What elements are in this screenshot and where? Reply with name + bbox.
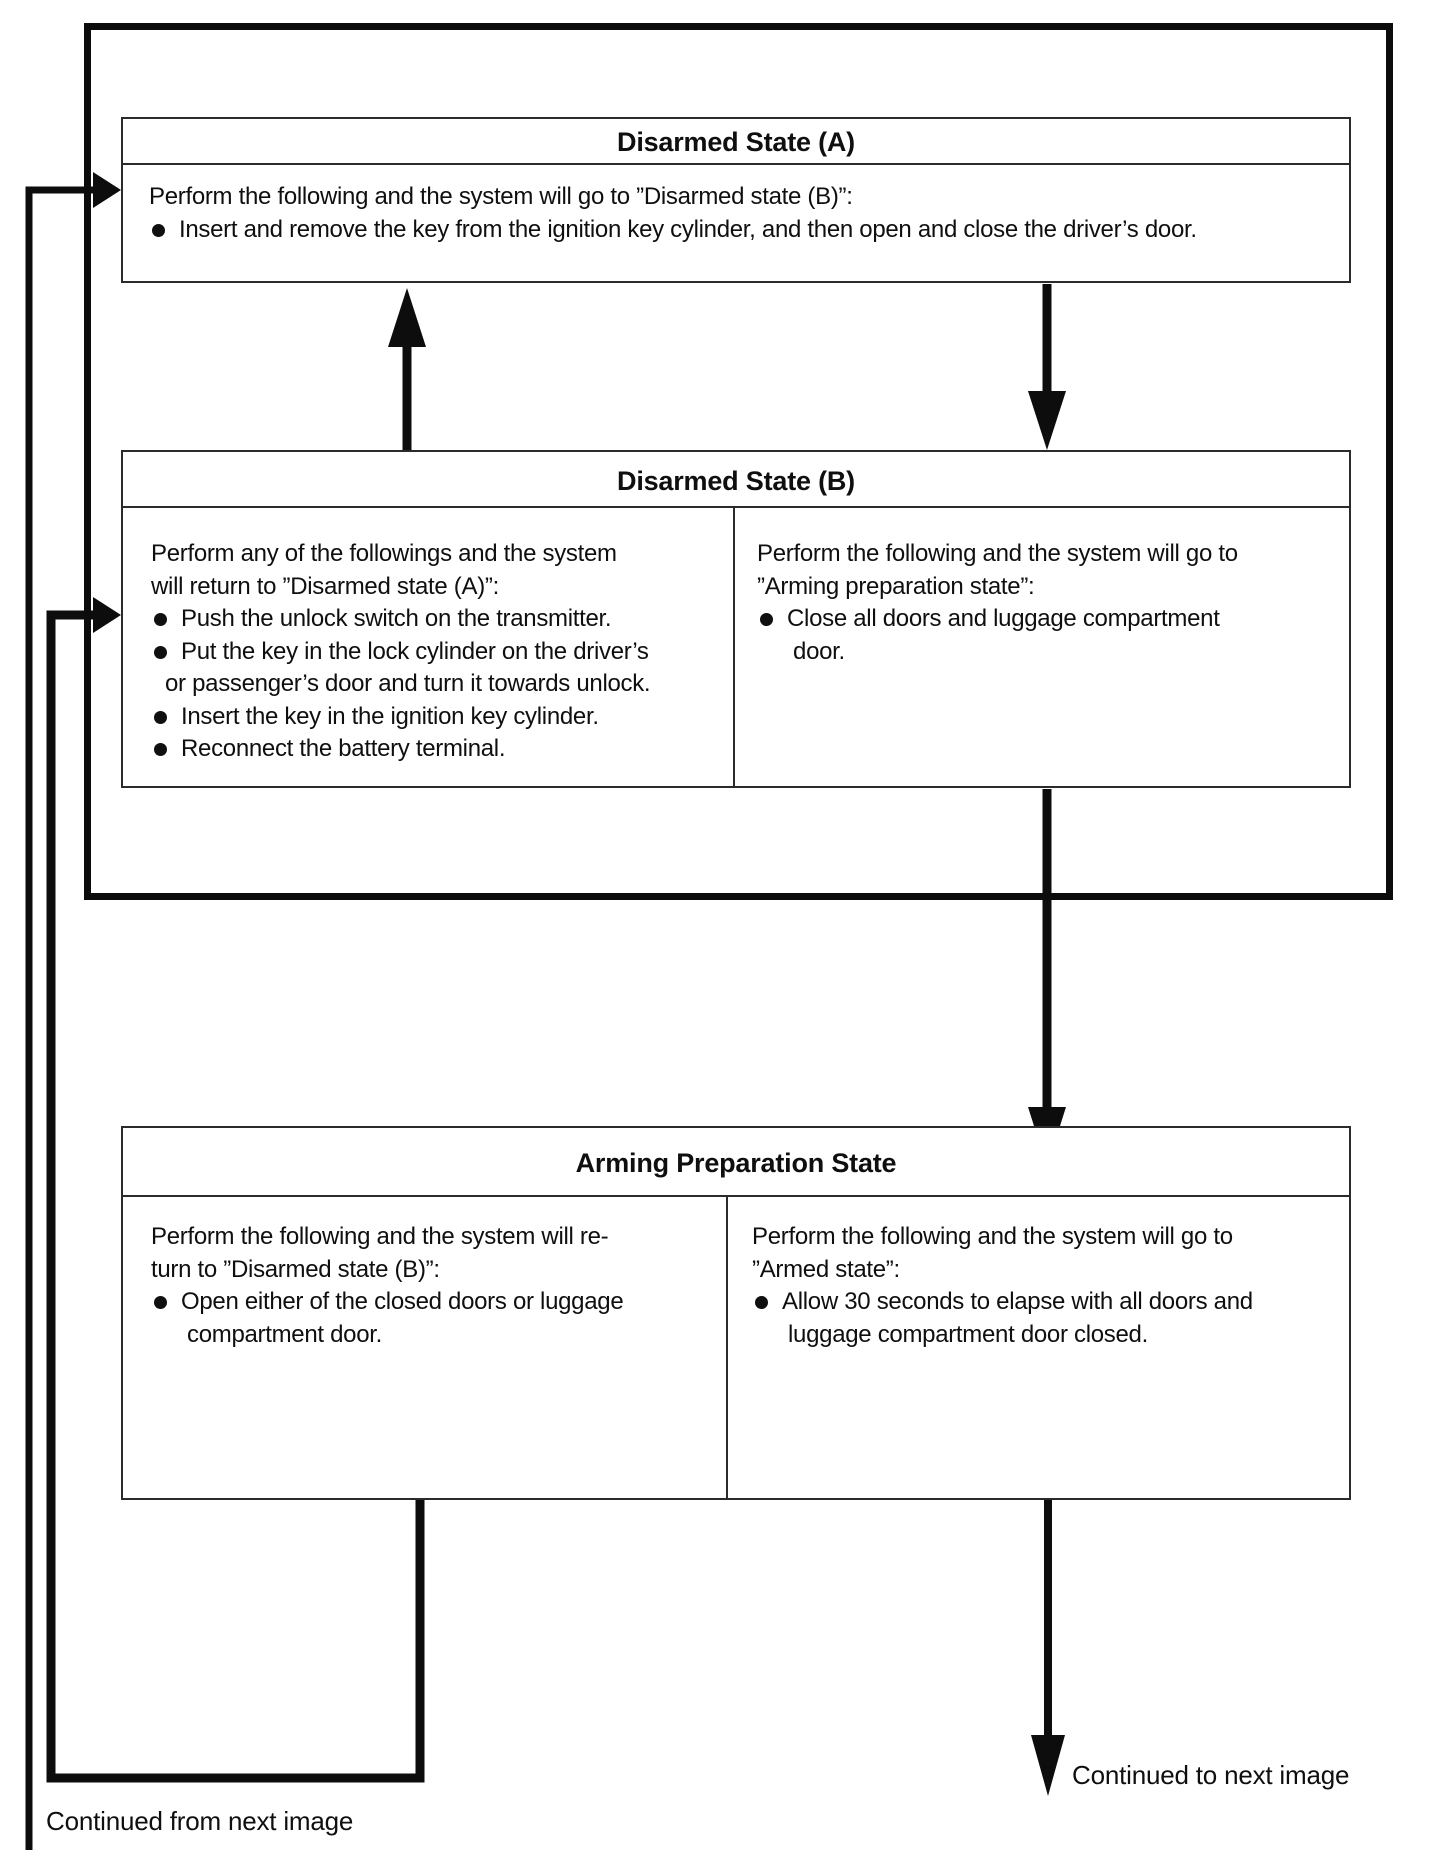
text-line: Insert the key in the ignition key cylin… xyxy=(151,701,733,734)
text-line: Perform the following and the system wil… xyxy=(151,1223,609,1250)
disarmed-state-a-body: Perform the following and the system wil… xyxy=(123,165,1349,299)
disarmed-state-a-title: Disarmed State (A) xyxy=(123,119,1349,165)
text-line: or passenger’s door and turn it towards … xyxy=(165,670,651,697)
loop-arming-prep-to-b xyxy=(46,597,425,1783)
disarmed-state-b-title: Disarmed State (B) xyxy=(123,452,1349,508)
text-line: turn to ”Disarmed state (B)”: xyxy=(151,1255,440,1283)
disarmed-state-a-box: Disarmed State (A) Perform the following… xyxy=(121,117,1351,283)
continued-from-next-image-label: Continued from next image xyxy=(46,1806,354,1836)
text-line: Reconnect the battery terminal. xyxy=(151,733,733,766)
text-line: will return to ”Disarmed state (A)”: xyxy=(151,572,499,600)
text-line: Perform the following and the system wil… xyxy=(752,1223,1233,1250)
text-line: luggage compartment door closed. xyxy=(788,1320,1148,1348)
arrow-a-to-b xyxy=(1028,284,1066,450)
continued-to-next-image-label: Continued to next image xyxy=(1072,1760,1350,1790)
arrow-to-next-image xyxy=(1031,1499,1065,1796)
arming-prep-left-cell: Perform the following and the system wil… xyxy=(123,1197,729,1500)
arrow-b-to-a xyxy=(388,288,426,451)
disarmed-states-outer-frame xyxy=(84,23,1393,900)
text-line: ”Arming preparation state”: xyxy=(757,572,1035,600)
line-from-next-image-to-a xyxy=(25,172,121,1850)
text-line: Insert and remove the key from the ignit… xyxy=(149,214,1349,247)
disarmed-state-b-left-cell: Perform any of the followings and the sy… xyxy=(123,508,736,788)
arming-prep-right-cell: Perform the following and the system wil… xyxy=(728,1197,1349,1500)
text-line: Perform the following and the system wil… xyxy=(149,183,853,210)
text-line: Perform the following and the system wil… xyxy=(757,540,1238,567)
text-line: Allow 30 seconds to elapse with all door… xyxy=(752,1286,1349,1319)
text-line: Perform any of the followings and the sy… xyxy=(151,540,617,567)
arming-preparation-state-title: Arming Preparation State xyxy=(123,1128,1349,1197)
text-line: Push the unlock switch on the transmitte… xyxy=(151,603,733,636)
disarmed-state-b-box: Disarmed State (B) Perform any of the fo… xyxy=(121,450,1351,788)
text-line: Put the key in the lock cylinder on the … xyxy=(151,636,733,669)
text-line: ”Armed state”: xyxy=(752,1255,900,1283)
text-line: Close all doors and luggage compartment xyxy=(757,603,1349,636)
disarmed-state-b-right-cell: Perform the following and the system wil… xyxy=(735,508,1349,788)
text-line: door. xyxy=(793,637,845,665)
arming-preparation-state-box: Arming Preparation State Perform the fol… xyxy=(121,1126,1351,1500)
text-line: Open either of the closed doors or lugga… xyxy=(151,1286,726,1319)
text-line: compartment door. xyxy=(187,1320,382,1348)
